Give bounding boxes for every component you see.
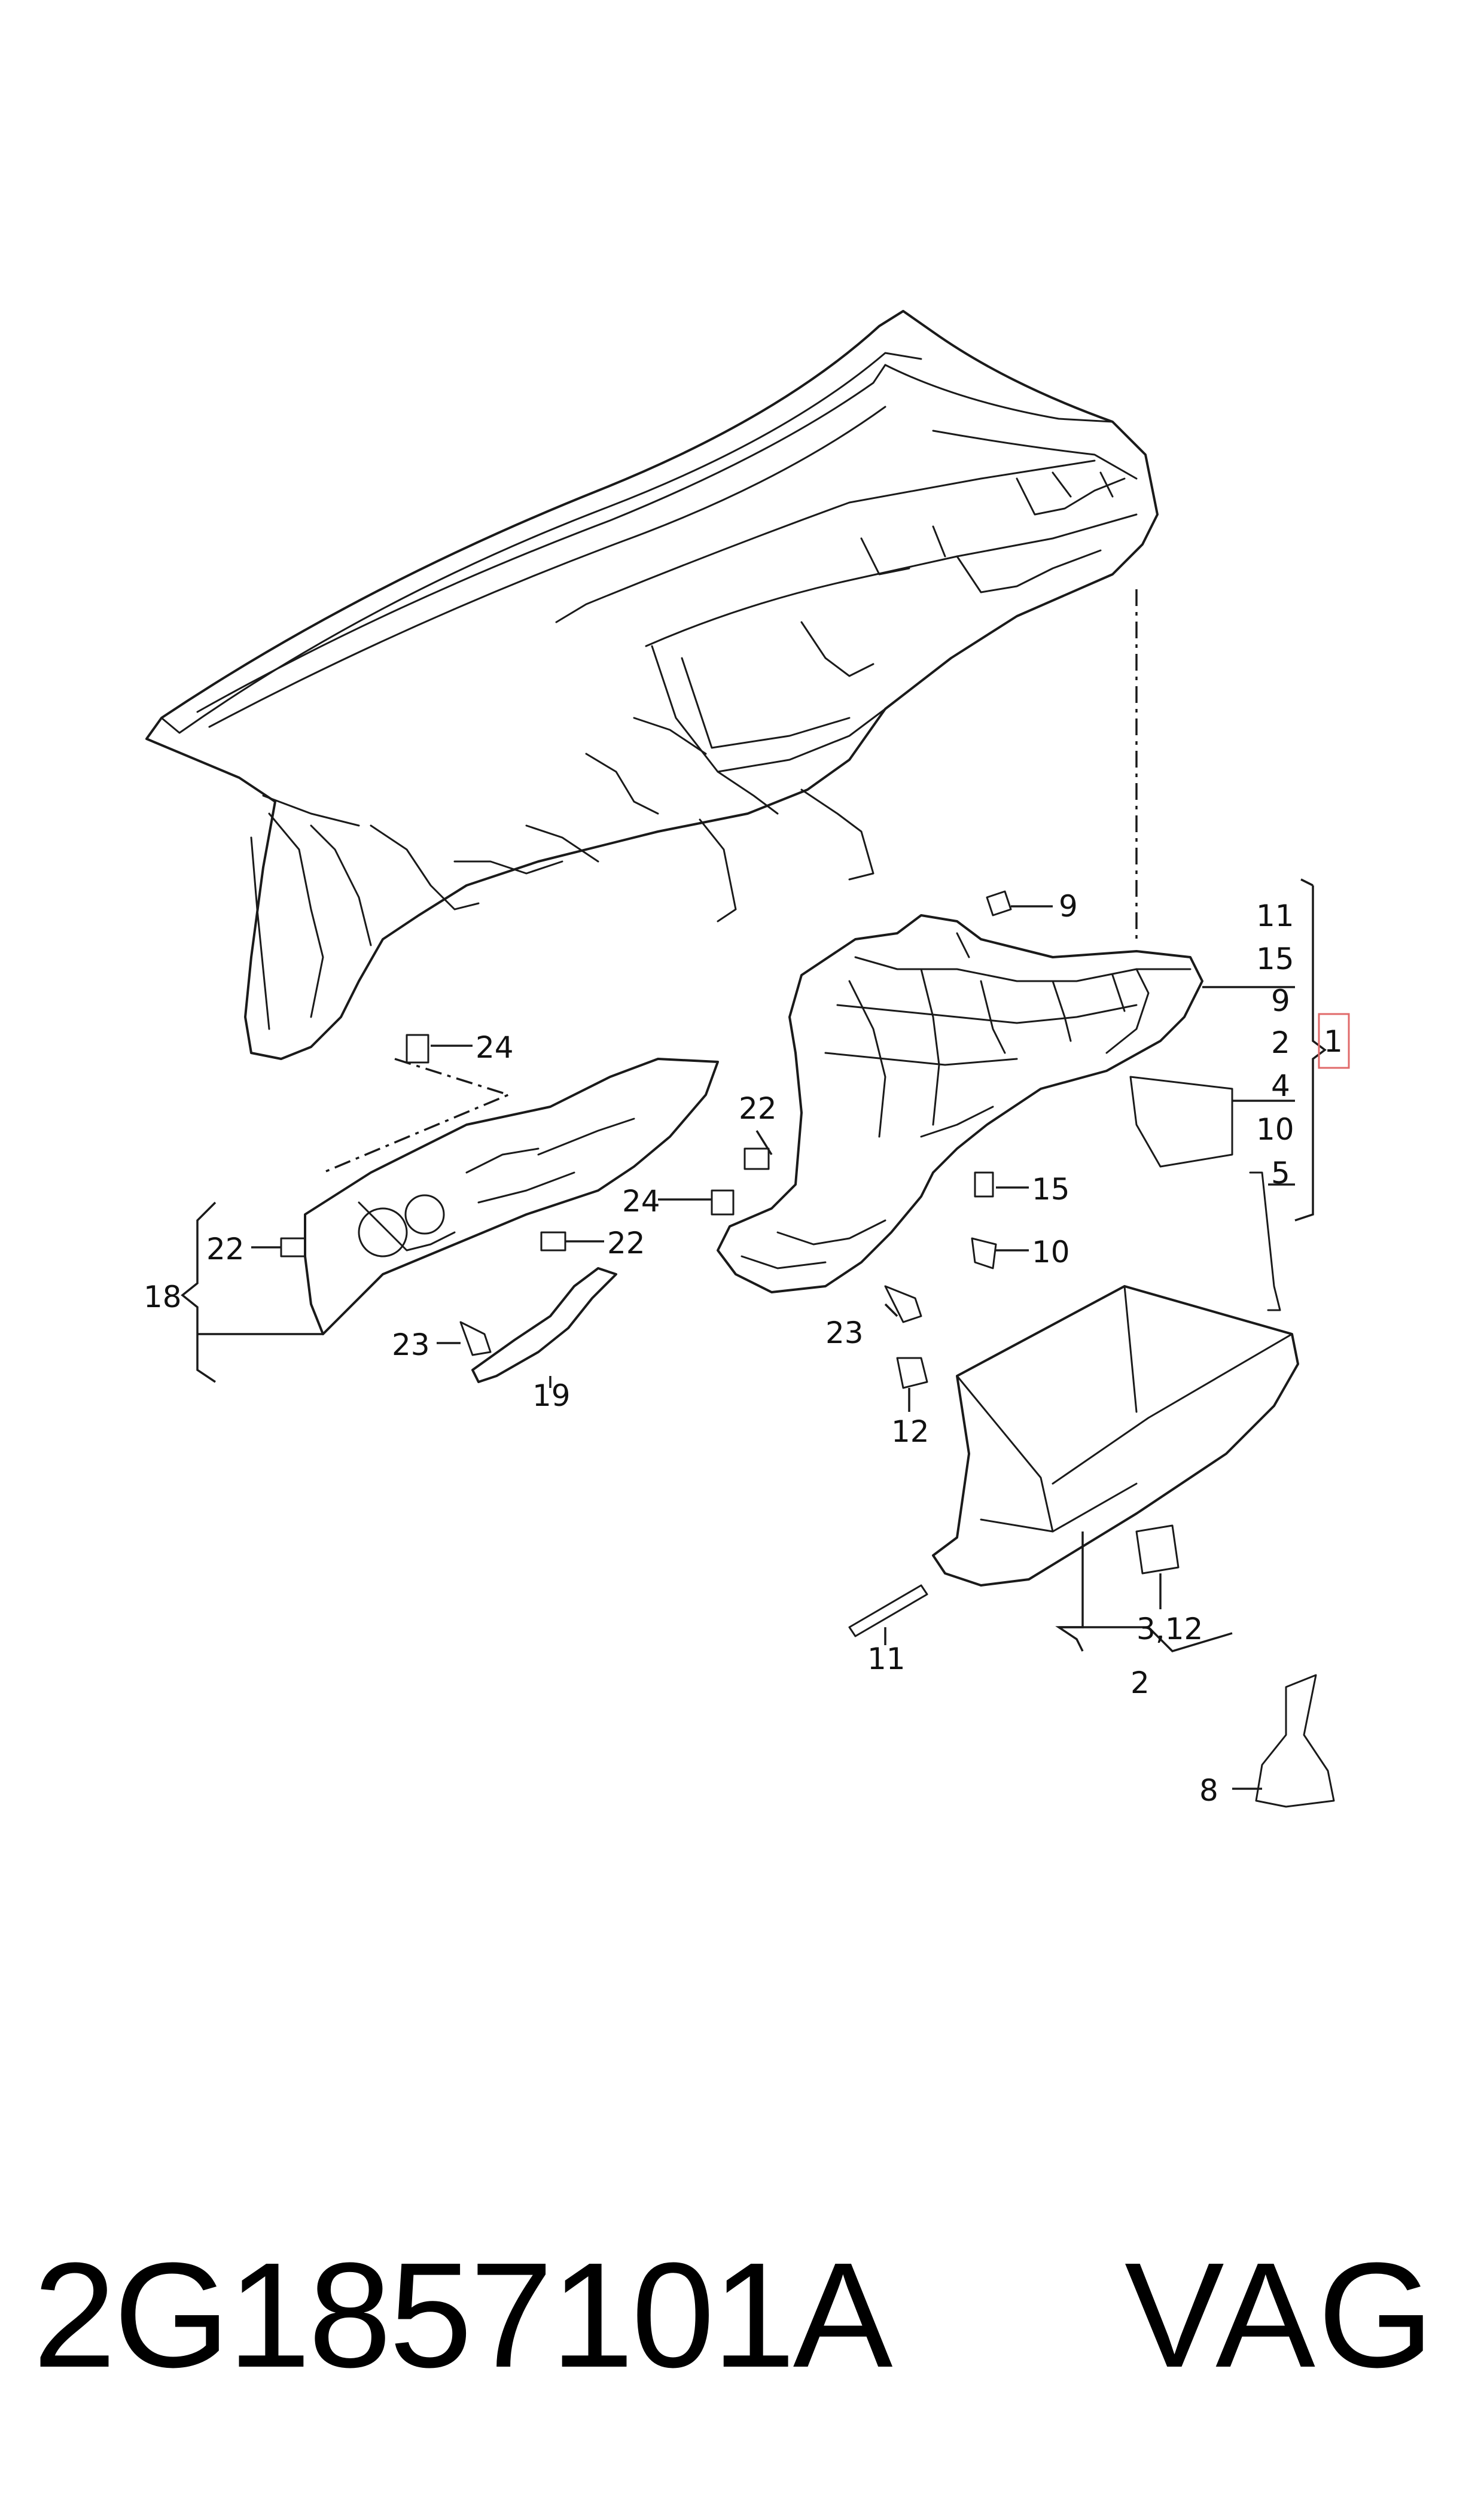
callout-11-bottom: 11: [867, 1642, 906, 1676]
callout-18: 18: [144, 1280, 182, 1314]
callout-11-right: 11: [1256, 899, 1294, 933]
glove-box-lid-illustration: [932, 1285, 1299, 1587]
footer: 2G1857101A VAG: [0, 2225, 1484, 2405]
pin-12-shape: [896, 1357, 928, 1389]
callout-19: 19: [532, 1378, 571, 1413]
reference-lines: [322, 589, 1138, 1174]
bag-8-shape: [1255, 1674, 1335, 1808]
callout-1-highlight-box: [1318, 1013, 1350, 1069]
callout-22-a: 22: [739, 1091, 777, 1126]
brand-label: VAG: [1125, 2231, 1437, 2398]
callout-15-mid: 15: [1032, 1172, 1070, 1207]
part-number: 2G1857101A: [33, 2231, 893, 2398]
switch-4-shape: [1129, 1076, 1233, 1168]
callout-22-left: 22: [206, 1232, 245, 1266]
glove-box-housing-illustration: [717, 914, 1203, 1293]
screw-23m-shape: [884, 1285, 922, 1323]
clip-10-shape: [971, 1237, 997, 1269]
leader-lines: [181, 878, 1327, 1790]
latch-3-12-shape: [1135, 1524, 1180, 1575]
pin-15-shape: [974, 1171, 994, 1198]
clip-22m-shape: [540, 1231, 566, 1252]
trim-strip-illustration: [471, 1267, 617, 1383]
hardware-illustrations: [280, 890, 1335, 1808]
clip-22l-shape: [280, 1237, 306, 1258]
rod-11-shape: [848, 1584, 928, 1637]
callout-10-right: 10: [1256, 1112, 1294, 1147]
callout-8: 8: [1199, 1773, 1218, 1808]
dashboard-illustration: [145, 310, 1159, 1060]
callout-22-mid: 22: [607, 1226, 645, 1260]
callout-1: 1: [1324, 1024, 1343, 1059]
damper-5-shape: [1249, 1171, 1281, 1311]
callout-3-12: 3,12: [1136, 1612, 1203, 1646]
clip-24-shape: [406, 1034, 429, 1064]
callout-2-bottom: 2: [1130, 1666, 1150, 1700]
callout-9-right: 9: [1271, 984, 1290, 1018]
callout-24-b: 24: [622, 1184, 660, 1219]
callout-10-mid: 10: [1032, 1235, 1070, 1269]
screw-23l-shape: [459, 1321, 492, 1356]
callout-5: 5: [1271, 1156, 1290, 1191]
callout-23-left: 23: [392, 1327, 430, 1362]
callout-2-right: 2: [1271, 1025, 1290, 1060]
clip-22-shape: [743, 1147, 770, 1170]
callout-labels: 9 11 15 9 2 1 4 10 5 24 22 24 15 10 22 2…: [144, 889, 1343, 1808]
clip-9-shape: [986, 890, 1012, 917]
callout-23-mid: 23: [825, 1316, 864, 1350]
callout-4: 4: [1271, 1068, 1290, 1103]
callout-24-a: 24: [476, 1030, 514, 1065]
callout-15-right: 15: [1256, 942, 1294, 976]
callout-9-top: 9: [1059, 889, 1078, 924]
clip-24b-shape: [711, 1189, 735, 1216]
callout-12: 12: [891, 1414, 930, 1449]
